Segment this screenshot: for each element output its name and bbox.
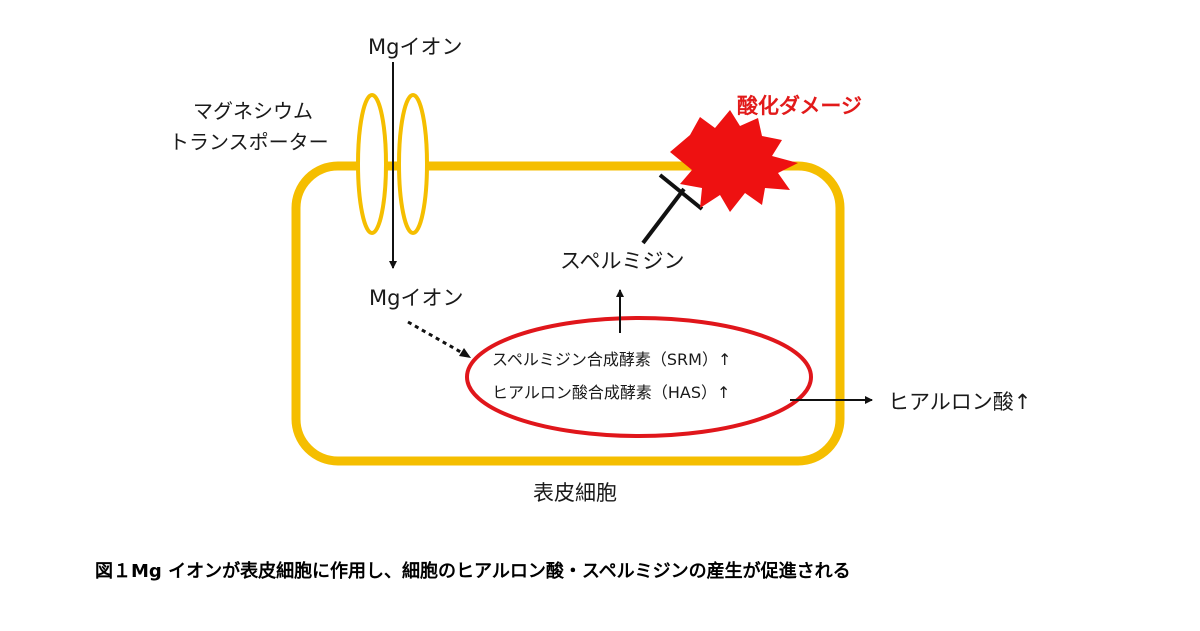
magnesium-transporter — [356, 93, 429, 235]
cell-label: 表皮細胞 — [533, 481, 617, 505]
mg-to-enzyme-dotted-arrow — [407, 320, 467, 357]
dotted-arrowhead — [459, 348, 471, 358]
spermidine-label: スペルミジン — [560, 249, 685, 273]
figure-caption: 図１Mg イオンが表皮細胞に作用し、細胞のヒアルロン酸・スペルミジンの産生が促進… — [95, 561, 851, 582]
inhibition-symbol — [641, 173, 704, 245]
oxidative-damage-label: 酸化ダメージ — [737, 94, 862, 118]
transporter-label-line2: トランスポーター — [169, 130, 329, 154]
mg-ion-label-inside: Mgイオン — [369, 286, 464, 310]
transporter-left-oval — [356, 93, 388, 235]
transporter-right-oval — [397, 93, 429, 235]
transporter-label-line1: マグネシウム — [193, 99, 313, 123]
srm-enzyme-label: スペルミジン合成酵素（SRM）↑ — [492, 350, 732, 369]
cell-membrane — [291, 161, 845, 466]
oxidative-damage-burst-icon — [670, 110, 798, 212]
enzyme-ellipse — [465, 316, 813, 438]
mg-ion-label-outside: Mgイオン — [368, 35, 463, 59]
has-enzyme-label: ヒアルロン酸合成酵素（HAS）↑ — [492, 383, 731, 402]
hyaluronic-acid-label: ヒアルロン酸↑ — [888, 390, 1032, 414]
